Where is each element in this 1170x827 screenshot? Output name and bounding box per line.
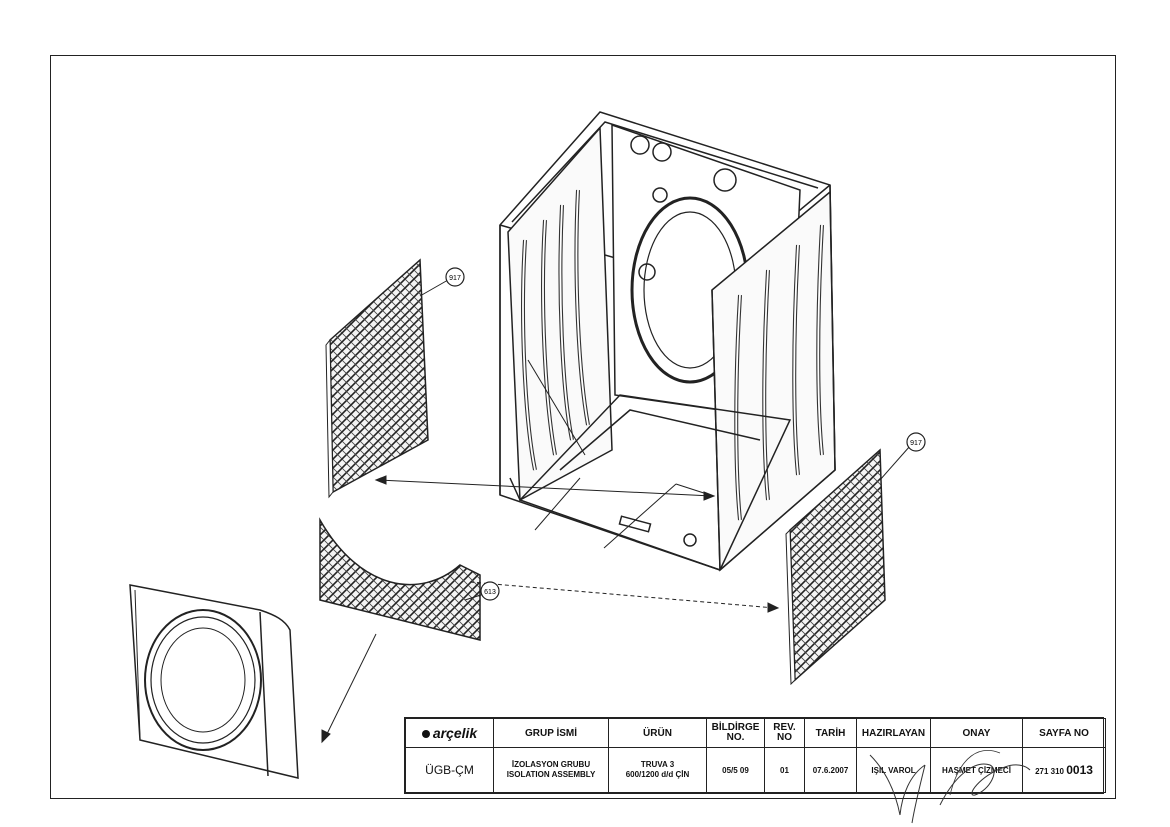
page-no-value: 271 310 0013 — [1022, 747, 1106, 793]
brand-icon — [421, 730, 430, 739]
product-line1: TRUVA 3 — [640, 760, 675, 769]
page-prefix: 271 310 — [1035, 767, 1064, 776]
header-bildirge: BİLDİRGE NO. — [706, 718, 765, 748]
group-name-en: ISOLATION ASSEMBLY — [506, 770, 596, 779]
page-number: 0013 — [1066, 763, 1093, 777]
group-name-value: İZOLASYON GRUBU ISOLATION ASSEMBLY — [493, 747, 609, 793]
approval-value: HAŞMET ÇİZMECİ — [930, 747, 1023, 793]
header-rev-line2: NO — [777, 732, 792, 743]
header-bildirge-line1: BİLDİRGE — [711, 722, 760, 733]
product-value: TRUVA 3 600/1200 d/d ÇİN — [608, 747, 707, 793]
callout-left-panel: 917 — [419, 267, 465, 297]
callout-front-panel: 613 — [464, 581, 500, 601]
header-group-name: GRUP İSMİ — [493, 718, 609, 748]
header-product: ÜRÜN — [608, 718, 707, 748]
product-line2: 600/1200 d/d ÇİN — [625, 770, 690, 779]
logo-cell: arçelik — [405, 718, 494, 748]
drawing-border — [50, 55, 1116, 799]
front-insulation-panel — [319, 517, 481, 641]
callout-right-panel: 917 — [879, 432, 926, 481]
title-block: arçelik GRUP İSMİ ÜRÜN BİLDİRGE NO. REV.… — [404, 717, 1106, 794]
callout-917-right: 917 — [910, 440, 922, 447]
header-date: TARİH — [804, 718, 857, 748]
cabinet-frame — [499, 111, 836, 572]
assembly-arrows — [321, 359, 780, 744]
prepared-by-value: IŞIL VAROL — [856, 747, 931, 793]
group-name-tr: İZOLASYON GRUBU — [511, 760, 591, 769]
bildirge-no-value: 05/5 09 — [706, 747, 765, 793]
callout-917-left: 917 — [449, 275, 461, 282]
brand-logo: arçelik — [432, 725, 478, 741]
department-code: ÜGB-ÇM — [405, 747, 494, 793]
right-insulation-panel — [785, 448, 886, 686]
header-bildirge-line2: NO. — [726, 732, 745, 743]
rev-no-value: 01 — [764, 747, 805, 793]
header-prepared-by: HAZIRLAYAN — [856, 718, 931, 748]
header-approval: ONAY — [930, 718, 1023, 748]
front-door-panel — [129, 584, 299, 779]
header-page-no: SAYFA NO — [1022, 718, 1106, 748]
left-insulation-panel — [325, 258, 429, 499]
header-rev-line1: REV. — [773, 722, 796, 733]
header-rev: REV. NO — [764, 718, 805, 748]
callout-613: 613 — [484, 589, 496, 596]
date-value: 07.6.2007 — [804, 747, 857, 793]
